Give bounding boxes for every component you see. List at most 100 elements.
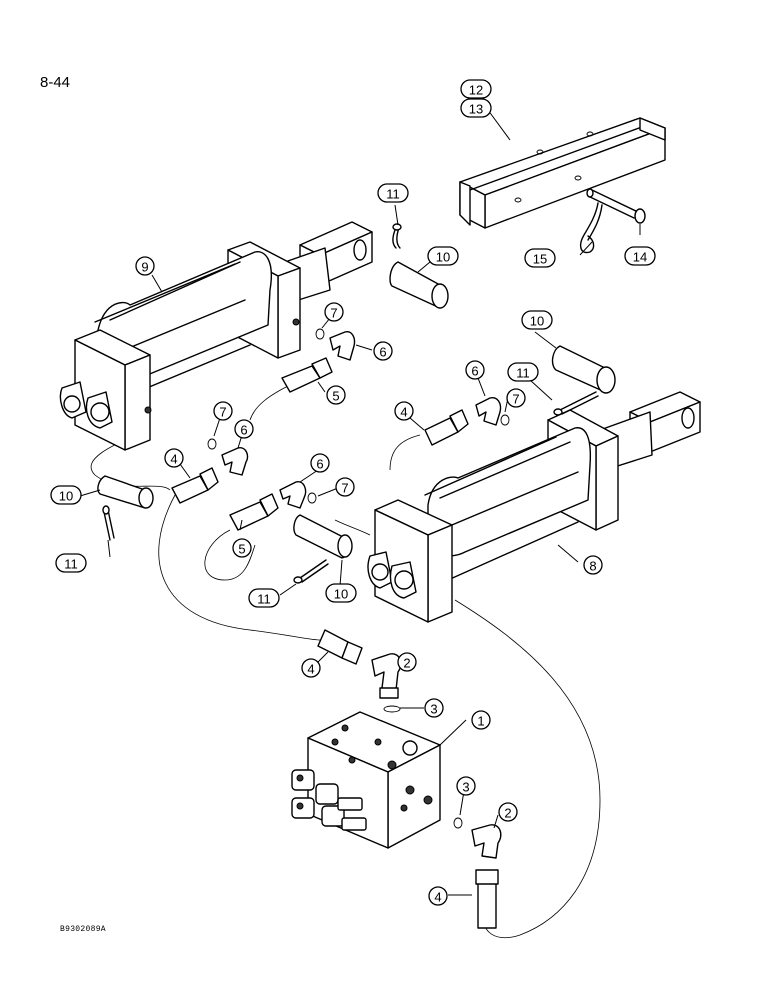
callout-number: 7 bbox=[330, 306, 337, 321]
callout-bubble bbox=[456, 776, 476, 796]
callout-bubble bbox=[373, 341, 393, 361]
callout-number: 5 bbox=[332, 389, 339, 404]
callout-bubble bbox=[460, 98, 492, 118]
callout-c4a: 4 bbox=[394, 401, 414, 421]
callout-c7b: 7 bbox=[506, 388, 526, 408]
callout-c11c: 11 bbox=[55, 553, 87, 573]
callout-bubble bbox=[521, 310, 553, 330]
callout-c7d: 7 bbox=[335, 477, 355, 497]
callout-bubble bbox=[325, 583, 357, 603]
callout-c13: 13 bbox=[460, 98, 492, 118]
callout-c4c: 4 bbox=[301, 658, 321, 678]
callout-c6b: 6 bbox=[465, 360, 485, 380]
callout-number: 5 bbox=[238, 542, 245, 557]
callout-bubble bbox=[301, 658, 321, 678]
o-rings bbox=[207, 328, 510, 829]
callout-bubble bbox=[524, 248, 556, 268]
callout-c5a: 5 bbox=[326, 385, 346, 405]
leader-lines bbox=[79, 109, 641, 896]
callout-bubble bbox=[234, 419, 254, 439]
callout-c10c: 10 bbox=[50, 485, 82, 505]
callout-c9: 9 bbox=[135, 256, 155, 276]
callout-bubble bbox=[232, 538, 252, 558]
callout-number: 6 bbox=[316, 457, 323, 472]
callout-c11a: 11 bbox=[377, 183, 409, 203]
callout-c6c: 6 bbox=[234, 419, 254, 439]
callout-number: 6 bbox=[379, 345, 386, 360]
callout-number: 15 bbox=[533, 252, 547, 267]
callout-number: 12 bbox=[469, 83, 483, 98]
callout-bubble bbox=[506, 388, 526, 408]
callout-c4d: 4 bbox=[428, 886, 448, 906]
callout-c1: 1 bbox=[471, 710, 491, 730]
callout-bubble bbox=[465, 360, 485, 380]
callout-c11d: 11 bbox=[248, 588, 280, 608]
callout-c11b: 11 bbox=[507, 362, 539, 382]
callout-number: 3 bbox=[462, 780, 469, 795]
hitch-pin bbox=[586, 188, 646, 224]
callout-c10b: 10 bbox=[521, 310, 553, 330]
callout-bubble bbox=[164, 448, 184, 468]
callout-c8: 8 bbox=[583, 555, 603, 575]
callout-number: 4 bbox=[170, 452, 177, 467]
callout-c10d: 10 bbox=[325, 583, 357, 603]
callout-bubble bbox=[427, 246, 459, 266]
callout-bubble bbox=[135, 256, 155, 276]
callout-bubble bbox=[428, 886, 448, 906]
callout-bubble bbox=[471, 710, 491, 730]
callout-bubble bbox=[213, 401, 233, 421]
callout-number: 4 bbox=[307, 662, 314, 677]
callout-bubble bbox=[624, 246, 656, 266]
callout-bubble bbox=[335, 477, 355, 497]
valve-block bbox=[291, 711, 441, 849]
callout-number: 7 bbox=[341, 481, 348, 496]
callout-bubble bbox=[394, 401, 414, 421]
callout-c12: 12 bbox=[460, 79, 492, 99]
callout-number: 11 bbox=[64, 557, 78, 572]
callout-number: 14 bbox=[633, 250, 647, 265]
callout-c3a: 3 bbox=[424, 698, 444, 718]
callout-number: 6 bbox=[471, 364, 478, 379]
callout-bubble bbox=[377, 183, 409, 203]
callout-number: 13 bbox=[469, 102, 483, 117]
callout-number: 7 bbox=[512, 392, 519, 407]
elbow-fittings bbox=[221, 331, 502, 859]
callout-number: 10 bbox=[59, 489, 73, 504]
lower-cylinder bbox=[367, 391, 701, 623]
callout-c7c: 7 bbox=[213, 401, 233, 421]
callout-c4b: 4 bbox=[164, 448, 184, 468]
callout-bubble bbox=[324, 302, 344, 322]
callout-number: 4 bbox=[434, 890, 441, 905]
callout-number: 4 bbox=[400, 405, 407, 420]
callout-bubble bbox=[424, 698, 444, 718]
callout-number: 8 bbox=[589, 559, 596, 574]
hairpin-clip bbox=[579, 202, 603, 254]
callout-number: 11 bbox=[257, 592, 271, 607]
clevis-pins bbox=[97, 261, 616, 559]
callout-bubble bbox=[248, 588, 280, 608]
callout-number: 9 bbox=[141, 260, 148, 275]
page-number: 8-44 bbox=[40, 74, 71, 91]
callout-bubble bbox=[498, 802, 518, 822]
callout-c2b: 2 bbox=[498, 802, 518, 822]
figure-code: B9302089A bbox=[60, 925, 106, 934]
callout-number: 10 bbox=[334, 587, 348, 602]
callout-bubble bbox=[326, 385, 346, 405]
callout-c2a: 2 bbox=[397, 652, 417, 672]
callout-number: 3 bbox=[430, 702, 437, 717]
callout-number: 6 bbox=[240, 423, 247, 438]
hose-fittings bbox=[171, 357, 499, 929]
channel-bracket bbox=[459, 117, 666, 229]
callout-number: 2 bbox=[403, 656, 410, 671]
callout-c7a: 7 bbox=[324, 302, 344, 322]
callout-number: 10 bbox=[436, 250, 450, 265]
callout-bubble bbox=[397, 652, 417, 672]
callout-bubble bbox=[583, 555, 603, 575]
callout-bubble bbox=[507, 362, 539, 382]
callout-number: 7 bbox=[219, 405, 226, 420]
callout-c5b: 5 bbox=[232, 538, 252, 558]
callout-bubble bbox=[460, 79, 492, 99]
callout-number: 2 bbox=[504, 806, 511, 821]
